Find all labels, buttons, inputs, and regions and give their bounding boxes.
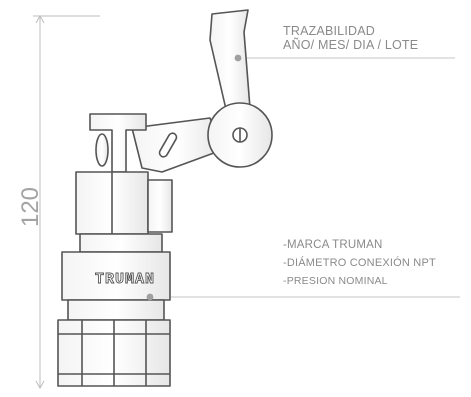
spec-diameter: -DIÁMETRO CONEXIÓN NPT — [283, 257, 436, 269]
traceability-fields: AÑO/ MES/ DIA / LOTE — [283, 38, 419, 52]
body-logo: TRUMAN — [95, 271, 155, 288]
spec-pressure: -PRESION NOMINAL — [283, 275, 388, 287]
spec-brand: -MARCA TRUMAN — [283, 239, 383, 251]
valve-body — [57, 9, 273, 387]
leader-lines — [150, 57, 460, 298]
traceability-title: TRAZABILIDAD — [283, 24, 375, 38]
dimension-label: 120 — [17, 186, 44, 228]
spec-dot — [146, 293, 154, 301]
trace-dot — [234, 54, 242, 62]
dimension-line — [33, 14, 100, 390]
